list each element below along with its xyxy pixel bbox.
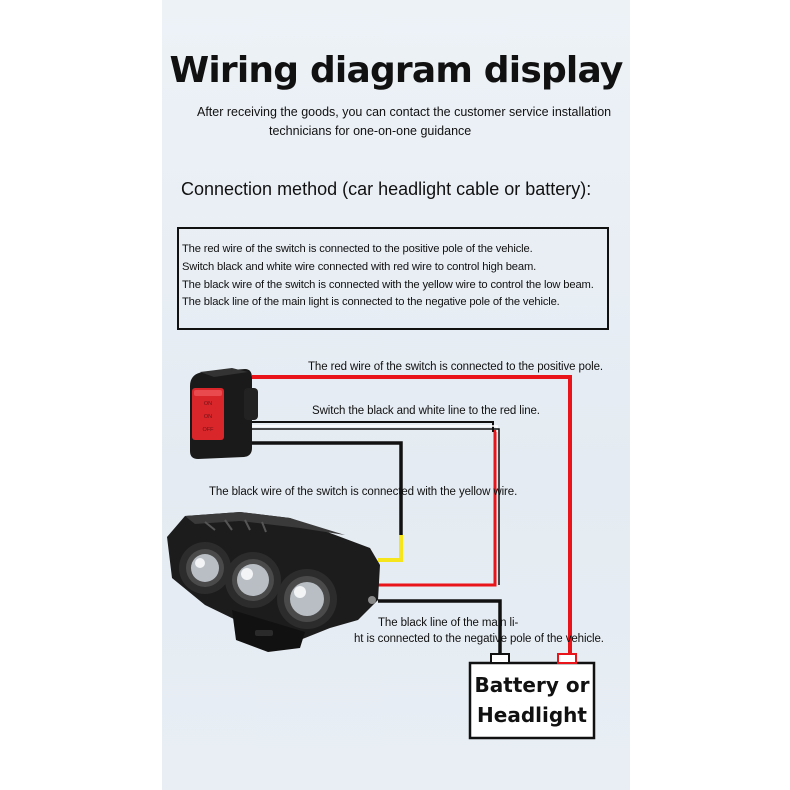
- instruction-line: The red wire of the switch is connected …: [182, 243, 533, 255]
- positive-terminal: [557, 653, 577, 664]
- label-black-yellow-wire: The black wire of the switch is connecte…: [209, 486, 518, 498]
- black-wire: [252, 441, 403, 535]
- instruction-line: Switch black and white wire connected wi…: [182, 261, 537, 273]
- switch-mark-2: ON: [204, 414, 212, 420]
- switch-icon: ON ON OFF: [190, 368, 258, 459]
- connection-method-heading: Connection method (car headlight cable o…: [181, 179, 592, 199]
- black-white-wire-outer: [252, 428, 500, 585]
- instructions-box: The red wire of the switch is connected …: [177, 227, 609, 330]
- page-title: Wiring diagram display: [169, 50, 623, 91]
- black-white-wire: [252, 421, 494, 432]
- red-wire-from-light: [378, 430, 497, 587]
- label-black-white-wire: Switch the black and white line to the r…: [312, 405, 540, 417]
- red-wire: [252, 375, 572, 655]
- battery-label-line-2: Headlight: [477, 703, 587, 727]
- subtitle-line-1: After receiving the goods, you can conta…: [197, 105, 612, 119]
- battery-box: [468, 661, 596, 740]
- subtitle-line-2: technicians for one-on-one guidance: [269, 124, 472, 138]
- headlight-icon: [167, 512, 380, 652]
- black-white-wire-inner: [252, 425, 498, 432]
- switch-mark-3: OFF: [203, 427, 215, 433]
- label-main-black-line-2: ht is connected to the negative pole of …: [354, 633, 604, 645]
- yellow-wire: [378, 535, 403, 562]
- instruction-line: The black wire of the switch is connecte…: [182, 279, 594, 291]
- instruction-line: The black line of the main light is conn…: [182, 296, 560, 308]
- main-black-wire: [378, 599, 502, 655]
- label-main-black-line-1: The black line of the main li-: [378, 617, 519, 629]
- negative-terminal: [490, 653, 510, 664]
- switch-mark-1: ON: [204, 401, 212, 407]
- battery-label-line-1: Battery or: [474, 673, 590, 697]
- label-red-wire: The red wire of the switch is connected …: [308, 361, 603, 373]
